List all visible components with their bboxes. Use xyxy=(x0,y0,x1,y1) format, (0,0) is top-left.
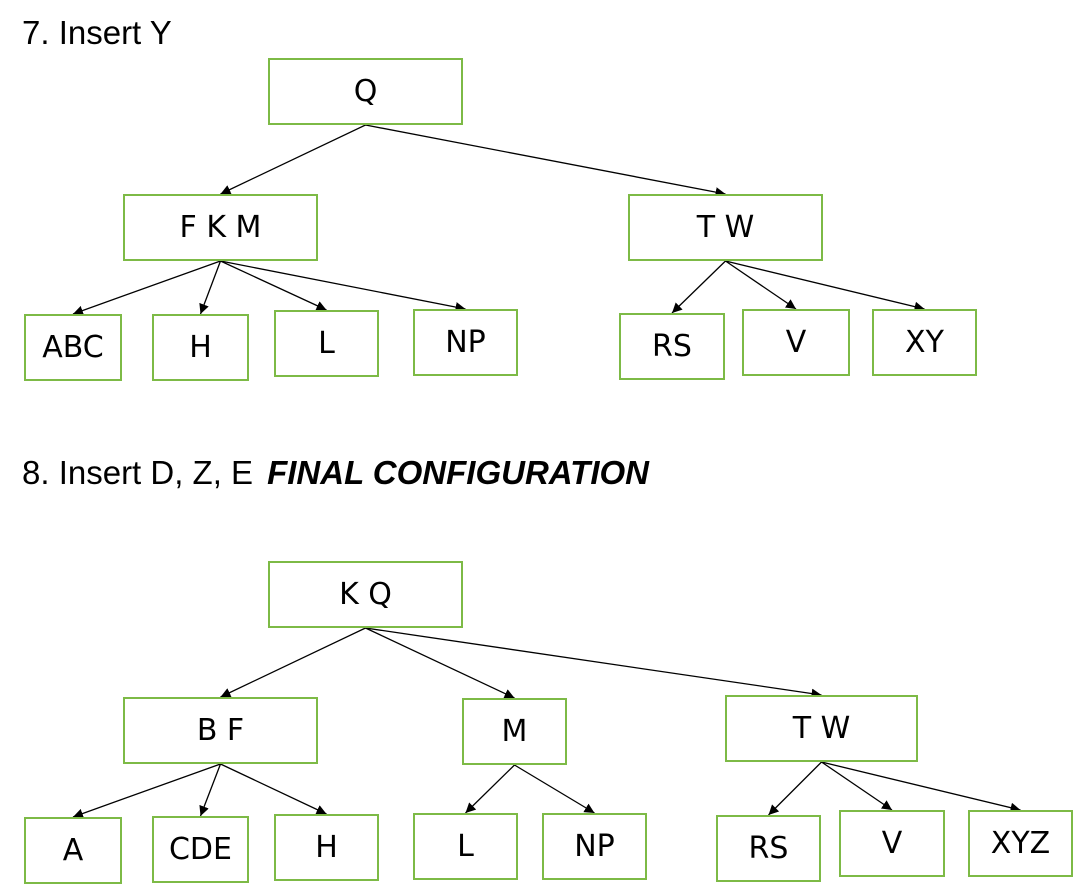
edge-step8-m-l xyxy=(465,764,515,814)
node-label: ABC xyxy=(42,330,104,365)
node-step7-l: L xyxy=(274,310,379,377)
node-label: L xyxy=(457,829,474,864)
node-step7-xy: XY xyxy=(872,309,977,376)
edge-step7-tw-xy xyxy=(725,260,925,312)
edge-step8-kq-m xyxy=(365,627,515,699)
edge-step8-tw-v xyxy=(821,761,893,811)
edge-step7-q-fkm xyxy=(220,124,366,195)
edge-step7-fkm-h xyxy=(199,260,222,315)
node-label: H xyxy=(315,830,338,865)
edge-step7-tw-v xyxy=(725,260,797,310)
node-step7-rs: RS xyxy=(619,313,725,380)
node-step8-cde: CDE xyxy=(152,816,249,883)
node-step8-np: NP xyxy=(542,813,647,880)
step-7-heading: 7. Insert Y xyxy=(22,16,172,49)
node-step8-kq: K Q xyxy=(268,561,463,628)
edge-step8-m-np xyxy=(514,764,595,814)
node-label: T W xyxy=(696,210,755,245)
node-label: CDE xyxy=(168,832,232,867)
node-label: A xyxy=(62,833,84,868)
step-8-heading: 8. Insert D, Z, E FINAL CONFIGURATION xyxy=(22,456,649,489)
node-step8-h: H xyxy=(274,814,379,881)
node-step8-tw: T W xyxy=(725,695,918,762)
final-configuration-label: FINAL CONFIGURATION xyxy=(267,454,649,491)
edge-step8-tw-xyz xyxy=(821,761,1021,813)
node-step8-rs: RS xyxy=(716,815,821,882)
edge-step8-tw-rs xyxy=(768,761,822,816)
node-step7-fkm: F K M xyxy=(123,194,318,261)
node-step7-abc: ABC xyxy=(24,314,122,381)
node-step8-a: A xyxy=(24,817,122,884)
node-label: Q xyxy=(353,74,378,109)
node-label: NP xyxy=(445,325,486,360)
node-label: B F xyxy=(196,713,245,748)
node-label: M xyxy=(501,714,528,749)
edge-step8-bf-cde xyxy=(199,763,222,817)
node-step7-q: Q xyxy=(268,58,463,125)
node-label: T W xyxy=(792,711,851,746)
edge-layer xyxy=(72,124,1021,819)
edge-step7-fkm-l xyxy=(220,260,327,311)
edge-step7-fkm-abc xyxy=(72,260,221,316)
node-label: RS xyxy=(652,329,692,364)
step-8-heading-text: 8. Insert D, Z, E xyxy=(22,454,254,491)
node-step7-v: V xyxy=(742,309,850,376)
node-label: H xyxy=(189,330,212,365)
node-label: V xyxy=(881,826,903,861)
node-label: NP xyxy=(574,829,615,864)
edge-step7-fkm-np xyxy=(220,260,466,312)
edge-step8-bf-a xyxy=(72,763,221,819)
edge-step8-bf-h xyxy=(220,763,327,815)
node-label: F K M xyxy=(179,210,262,245)
node-step7-np: NP xyxy=(413,309,518,376)
node-label: XY xyxy=(905,325,944,360)
node-step7-h: H xyxy=(152,314,249,381)
node-label: K Q xyxy=(339,577,392,612)
node-step8-v: V xyxy=(839,810,945,877)
node-label: V xyxy=(785,325,807,360)
node-step8-bf: B F xyxy=(123,697,318,764)
node-step8-xyz: XYZ xyxy=(968,810,1073,877)
node-label: RS xyxy=(748,831,789,866)
node-label: XYZ xyxy=(990,826,1051,861)
node-step7-tw: T W xyxy=(628,194,823,261)
edge-step8-kq-bf xyxy=(220,627,366,698)
edge-step7-q-tw xyxy=(365,124,726,198)
step-7-heading-text: 7. Insert Y xyxy=(22,14,172,51)
node-step8-l: L xyxy=(413,813,518,880)
node-label: L xyxy=(318,326,335,361)
edge-step8-kq-tw xyxy=(365,627,822,699)
node-step8-m: M xyxy=(462,698,567,765)
edge-step7-tw-rs xyxy=(671,260,726,314)
